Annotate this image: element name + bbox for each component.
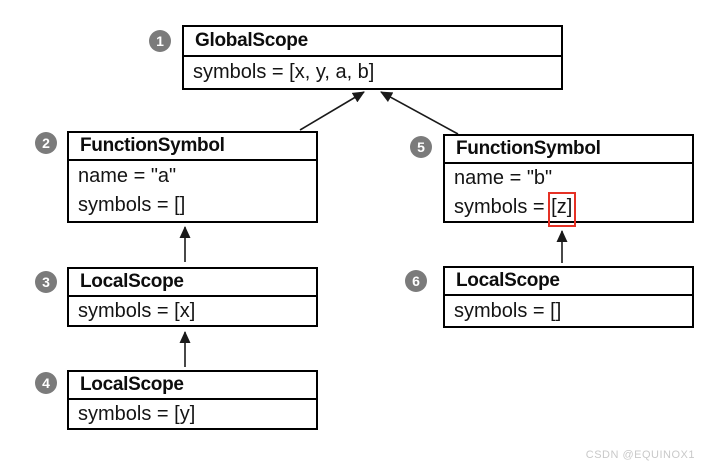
node-title: LocalScope	[445, 268, 692, 296]
node-attribute: symbols = [z]	[454, 191, 692, 227]
step-badge-6: 6	[405, 270, 427, 292]
node-title: LocalScope	[69, 372, 316, 400]
step-badge-1: 1	[149, 30, 171, 52]
csdn-watermark: CSDN @EQUINOX1	[585, 449, 695, 461]
node-title: FunctionSymbol	[69, 133, 316, 161]
node-attribute: symbols = [x]	[78, 299, 196, 322]
node-local-scope-empty: LocalScope symbols = []	[443, 266, 694, 328]
node-title: GlobalScope	[184, 27, 561, 57]
node-function-symbol-a: FunctionSymbol name = "a" symbols = []	[67, 131, 318, 223]
symbols-prefix: symbols =	[454, 195, 551, 218]
arrow-func-a-to-global	[299, 91, 365, 131]
node-attribute: symbols = [x, y, a, b]	[193, 61, 375, 83]
node-local-scope-x: LocalScope symbols = [x]	[67, 267, 318, 327]
highlight-box-z: [z]	[548, 191, 577, 227]
node-title: LocalScope	[69, 269, 316, 297]
node-attribute: name = "b"	[454, 166, 553, 189]
step-badge-4: 4	[35, 372, 57, 394]
node-function-symbol-b: FunctionSymbol name = "b" symbols = [z]	[443, 134, 694, 227]
step-badge-3: 3	[35, 271, 57, 293]
step-badge-2: 2	[35, 132, 57, 154]
step-badge-5: 5	[410, 136, 432, 158]
node-global-scope: GlobalScope symbols = [x, y, a, b]	[182, 25, 563, 90]
node-attribute: symbols = []	[78, 194, 186, 216]
node-attribute: name = "a"	[78, 165, 177, 187]
node-attribute: symbols = [y]	[78, 402, 196, 425]
node-title: FunctionSymbol	[445, 136, 692, 164]
node-local-scope-y: LocalScope symbols = [y]	[67, 370, 318, 430]
arrow-func-b-to-global	[380, 91, 459, 135]
node-attribute: symbols = []	[454, 299, 562, 322]
